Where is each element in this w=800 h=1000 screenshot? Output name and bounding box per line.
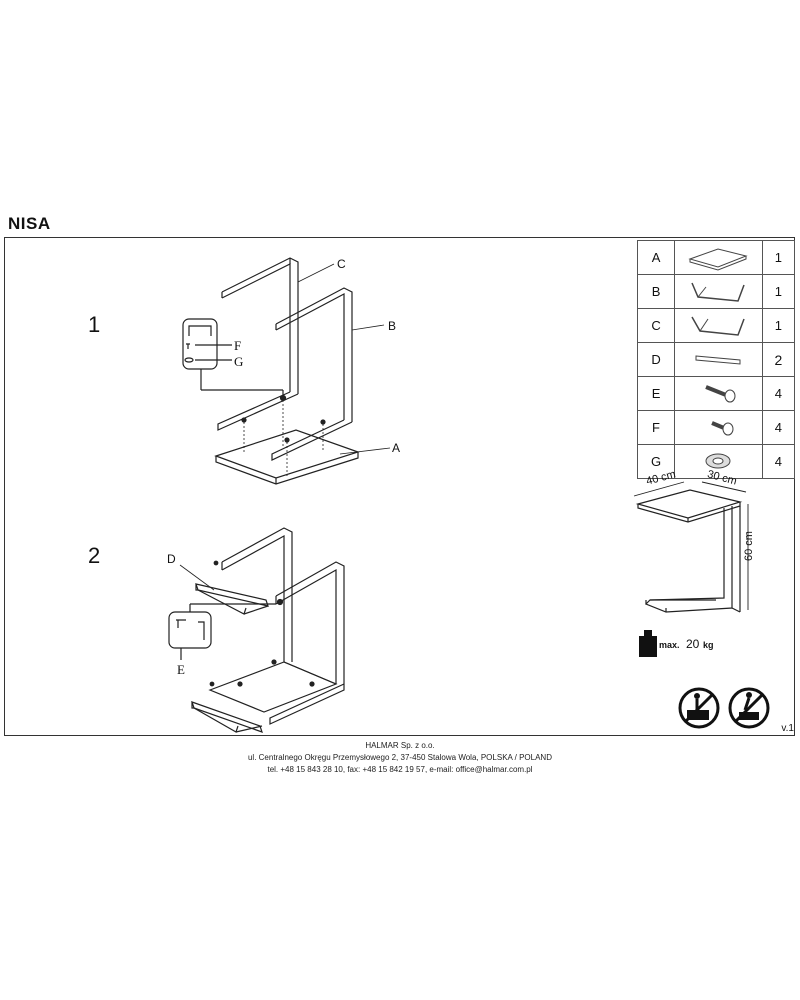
part-qty: 4 <box>761 410 796 445</box>
label-e: E <box>177 662 185 677</box>
no-standing-icon <box>678 687 720 729</box>
part-letter: D <box>636 342 676 377</box>
part-qty: 1 <box>761 308 796 343</box>
table-row: G 4 <box>636 444 796 479</box>
dimension-height: 60 cm <box>742 531 755 561</box>
callout-box-e <box>169 612 211 648</box>
long-bolt-icon <box>674 376 763 411</box>
label-c: C <box>337 257 346 271</box>
frame-b-step2-drawing <box>270 562 344 724</box>
washer-icon <box>674 444 763 479</box>
table-row: C 1 <box>636 308 796 343</box>
table-row: F 4 <box>636 410 796 445</box>
label-b: B <box>388 319 397 333</box>
table-row: B 1 <box>636 274 796 309</box>
frame-c-step2-drawing <box>222 528 292 662</box>
short-bolt-icon <box>674 410 763 445</box>
footer-contact: tel. +48 15 843 28 10, fax: +48 15 842 1… <box>267 765 533 774</box>
part-qty: 4 <box>761 444 796 479</box>
frame-b-icon <box>674 274 763 309</box>
parts-table: A 1 B 1 C 1 D 2 E <box>636 240 796 479</box>
footer: HALMAR Sp. z o.o. ul. Centralnego Okręgu… <box>0 740 800 776</box>
base-plate-drawing <box>210 662 336 712</box>
table-row: A 1 <box>636 240 796 275</box>
dimensions-drawing <box>620 460 795 630</box>
washer-g-icon <box>184 357 194 363</box>
bar-icon <box>674 342 763 377</box>
part-letter: C <box>636 308 676 343</box>
frame-c-drawing <box>218 258 298 430</box>
part-letter: E <box>636 376 676 411</box>
screw-guide-lines <box>244 400 323 476</box>
table-row: D 2 <box>636 342 796 377</box>
label-a: A <box>392 441 401 455</box>
allen-key-icon <box>189 326 211 336</box>
version-label: v.1 <box>781 723 794 734</box>
part-qty: 2 <box>761 342 796 377</box>
bar-d-lower-drawing <box>192 702 262 732</box>
weight-icon <box>639 630 657 657</box>
part-qty: 1 <box>761 240 796 275</box>
step-number-1: 1 <box>88 312 101 337</box>
tabletop-icon <box>674 240 763 275</box>
screw-f-icon <box>186 344 190 349</box>
part-letter: G <box>636 444 676 479</box>
part-letter: A <box>636 240 676 275</box>
load-unit: kg <box>703 640 714 650</box>
part-qty: 1 <box>761 274 796 309</box>
step-number-2: 2 <box>88 543 101 568</box>
screw-e-icon <box>176 620 186 628</box>
part-qty: 4 <box>761 376 796 411</box>
frame-b-drawing <box>272 288 352 460</box>
warning-icons <box>678 687 770 729</box>
load-value: 20 <box>686 637 700 651</box>
part-letter: F <box>636 410 676 445</box>
frame-c-icon <box>674 308 763 343</box>
part-letter: B <box>636 274 676 309</box>
instruction-frame <box>4 237 795 736</box>
bar-d-upper-drawing <box>196 584 268 614</box>
footer-address: ul. Centralnego Okręgu Przemysłowego 2, … <box>247 753 552 762</box>
label-g: G <box>234 354 244 369</box>
label-f: F <box>234 338 242 353</box>
table-row: E 4 <box>636 376 796 411</box>
load-prefix: max. <box>659 640 680 650</box>
product-title: NISA <box>8 214 51 233</box>
callout-box-fg <box>183 319 217 369</box>
footer-company: HALMAR Sp. z o.o. <box>365 741 435 750</box>
allen-key-e-icon <box>198 622 204 640</box>
label-d: D <box>167 552 176 566</box>
no-sitting-icon <box>728 687 770 729</box>
